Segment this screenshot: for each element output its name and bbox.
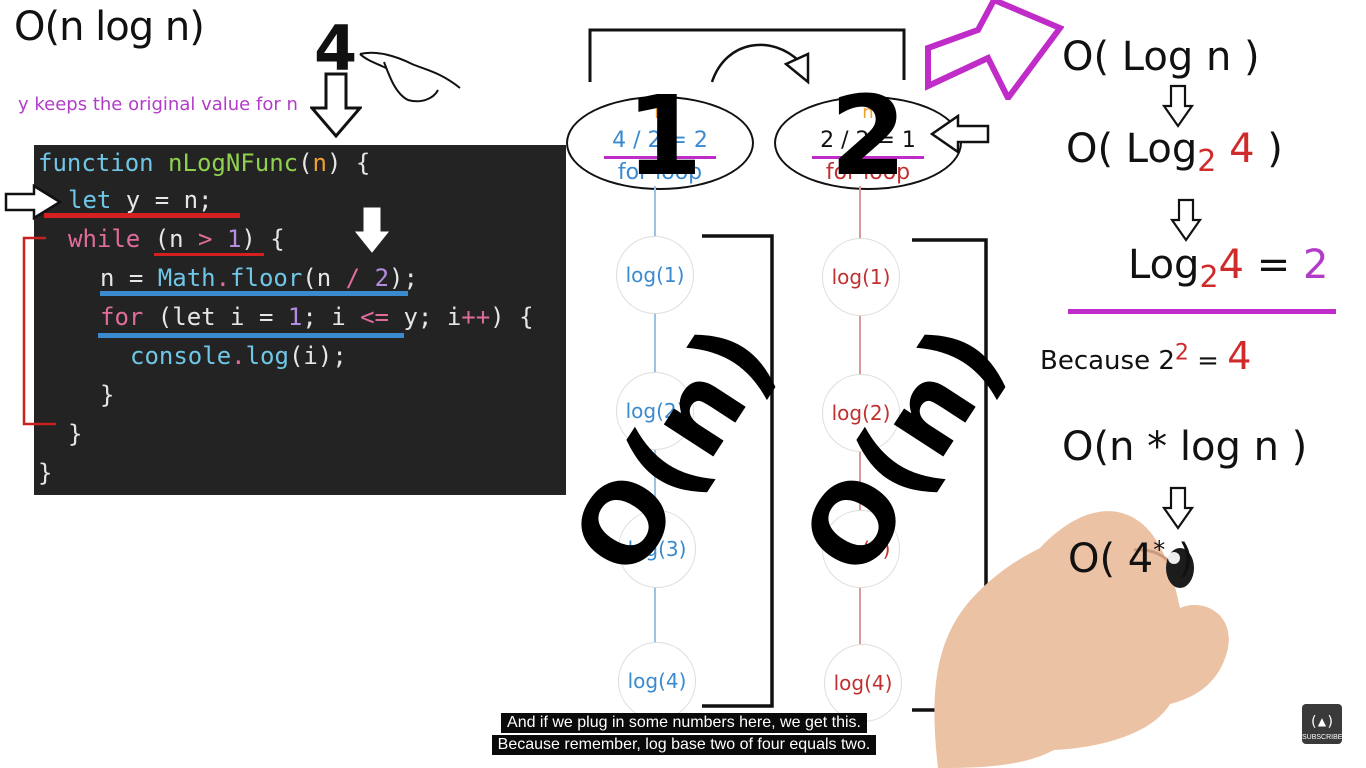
left-arrow-icon xyxy=(930,114,990,154)
note-text: y keeps the original value for n xyxy=(18,94,298,115)
code-line: while (n > 1) { xyxy=(68,225,285,253)
code-line: console.log(i); xyxy=(130,342,347,370)
pointing-hand-icon xyxy=(359,51,461,103)
log-node: log(1) xyxy=(616,236,694,314)
loop-pill: n 4 / 2 = 2 for loop xyxy=(566,96,754,190)
log-node: log(2) xyxy=(616,372,694,450)
blue-underline xyxy=(100,291,408,296)
top-bracket xyxy=(588,28,906,85)
code-line: } xyxy=(100,381,115,409)
big-two-label: 2 xyxy=(830,72,907,200)
log-node: log(4) xyxy=(824,644,902,722)
down-arrow-icon xyxy=(354,207,390,253)
math-line-5: O( 4* ) xyxy=(1068,536,1194,582)
math-line-1: O( Log n ) xyxy=(1062,34,1260,80)
video-caption: And if we plug in some numbers here, we … xyxy=(474,712,894,756)
pill-expression: 4 / 2 = 2 xyxy=(612,128,708,153)
subscribe-button[interactable]: (▲) SUBSCRIBE xyxy=(1302,704,1342,744)
big-o-title: O(n log n) xyxy=(14,4,205,50)
down-arrow-icon xyxy=(1170,198,1202,242)
code-line: n = Math.floor(n / 2); xyxy=(100,264,418,292)
channel-logo-icon: (▲) xyxy=(1309,714,1334,730)
purple-divider xyxy=(1068,309,1336,314)
pill-divider xyxy=(604,156,716,159)
pill-bottom-label: for loop xyxy=(825,160,911,185)
math-line-2: O( Log2 4 ) xyxy=(1066,126,1283,179)
drawing-hand-icon xyxy=(934,511,1229,768)
subscribe-label: SUBSCRIBE xyxy=(1302,734,1343,741)
log-node: log(2) xyxy=(822,374,900,452)
because-line: Because 22 = 4 xyxy=(1040,334,1252,378)
loop-pill: n 2 / 2 = 1 for loop xyxy=(774,96,962,190)
pill-expression: 2 / 2 = 1 xyxy=(820,128,916,153)
red-underline xyxy=(154,253,264,256)
down-arrow-icon xyxy=(310,72,362,138)
code-block: function nLogNFunc(n) { let y = n; while… xyxy=(34,145,566,495)
log-node: log(3) xyxy=(618,510,696,588)
code-line: } xyxy=(68,420,83,448)
red-underline xyxy=(44,213,240,218)
purple-arrow-icon xyxy=(925,0,1064,100)
svg-text:(▲): (▲) xyxy=(1309,714,1334,730)
pill-divider xyxy=(812,156,924,159)
pill-bottom-label: for loop xyxy=(617,160,703,185)
code-line: function nLogNFunc(n) { xyxy=(38,149,371,177)
big-one-label: 1 xyxy=(626,72,703,200)
code-line: } xyxy=(38,459,53,487)
code-line: for (let i = 1; i <= y; i++) { xyxy=(100,303,534,331)
down-arrow-icon xyxy=(1162,486,1194,530)
math-line-3: Log24 = 2 xyxy=(1128,242,1329,295)
log-node: log(3) xyxy=(822,510,900,588)
blue-underline xyxy=(98,333,404,338)
caption-line: And if we plug in some numbers here, we … xyxy=(501,713,867,733)
right-arrow-icon xyxy=(4,184,62,220)
pill-top-label: n xyxy=(654,102,666,123)
math-line-4: O(n * log n ) xyxy=(1062,424,1308,470)
right-bracket xyxy=(702,234,774,708)
code-line: let y = n; xyxy=(68,186,213,214)
log-node: log(1) xyxy=(822,238,900,316)
pill-top-label: n xyxy=(862,102,874,123)
caption-line: Because remember, log base two of four e… xyxy=(491,735,877,755)
log-node: log(4) xyxy=(618,642,696,720)
down-arrow-icon xyxy=(1162,84,1194,128)
loop-bracket xyxy=(22,236,56,426)
